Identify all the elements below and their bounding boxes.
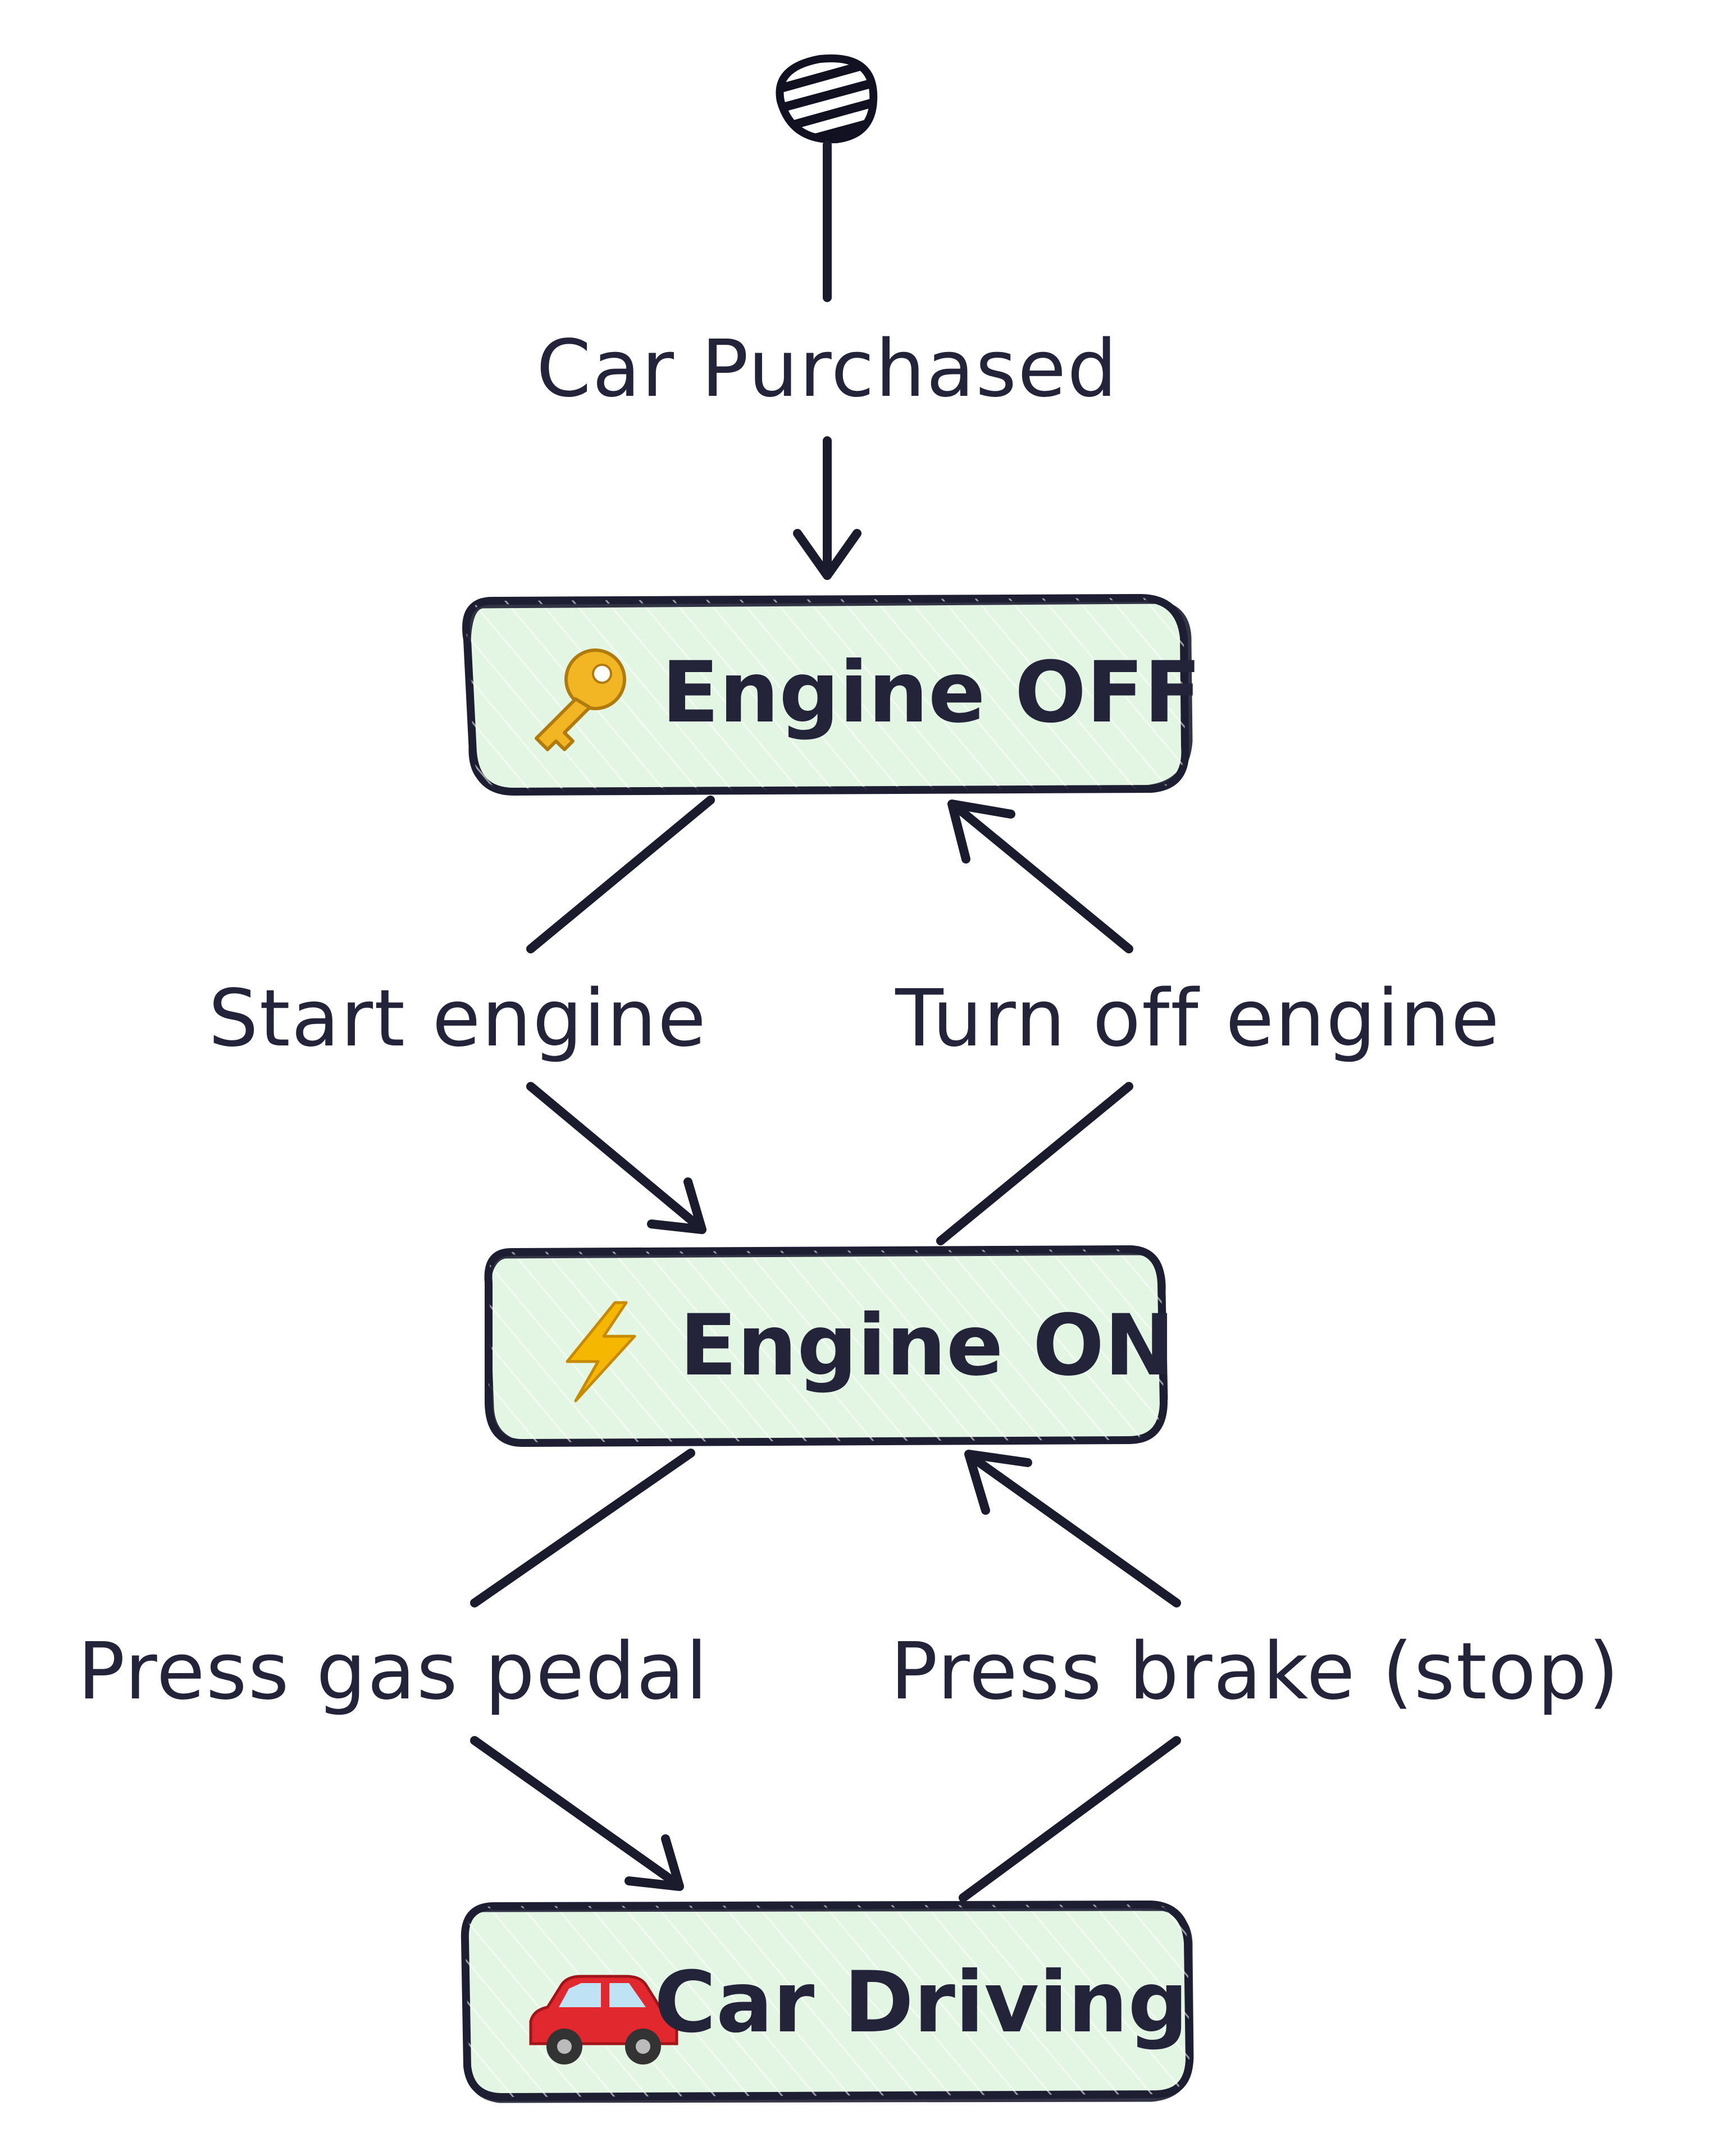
key-icon [535,648,626,751]
edge-start-to-engine-off [793,140,861,580]
edge-start-engine [526,796,715,1234]
edge-label-car-purchased: Car Purchased [536,323,1118,415]
state-label-engine-off: Engine OFF [662,644,1201,742]
state-engine-on[interactable]: Engine ON [484,1245,1175,1447]
edge-label-press-gas-pedal: Press gas pedal [78,1626,709,1718]
edge-label-press-brake: Press brake (stop) [890,1626,1620,1718]
edge-label-turn-off-engine: Turn off engine [895,973,1501,1065]
edge-press-gas-pedal [470,1449,695,1891]
car-icon [529,1975,678,2064]
edge-press-brake [959,1450,1181,1902]
state-label-engine-on: Engine ON [680,1297,1175,1395]
edge-turn-off-engine [936,800,1133,1245]
edge-label-start-engine: Start engine [208,973,707,1065]
state-label-car-driving: Car Driving [654,1954,1188,2052]
start-state-icon [776,54,878,144]
lightning-icon [566,1301,636,1403]
state-car-driving[interactable]: Car Driving [461,1900,1194,2103]
state-engine-off[interactable]: Engine OFF [462,593,1201,796]
